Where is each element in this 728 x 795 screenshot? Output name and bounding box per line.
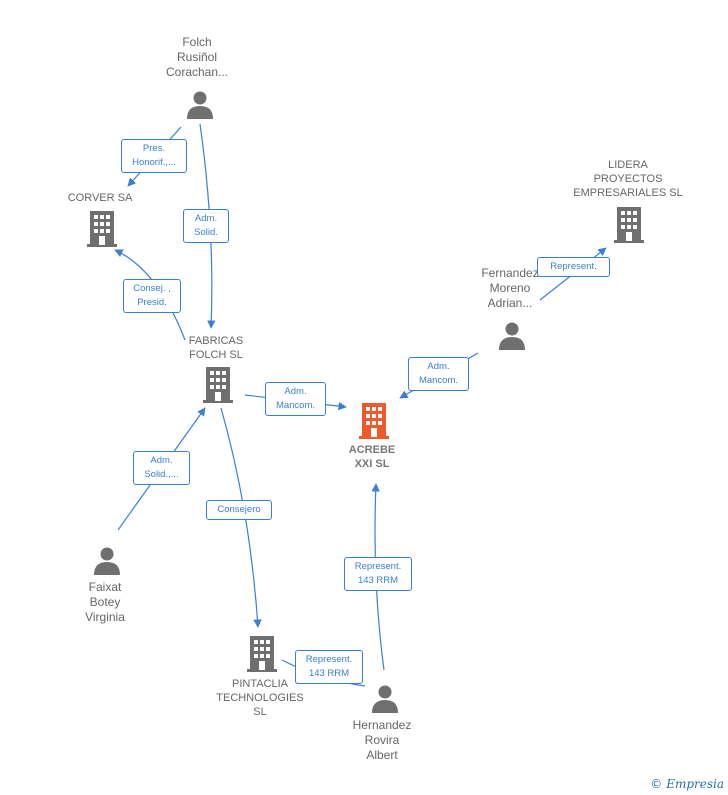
building-icon[interactable]: [203, 367, 233, 403]
node-label-hernandez[interactable]: Hernandez Rovira Albert: [352, 718, 412, 762]
edge-label-fabricas-acrebe[interactable]: Adm. Mancom.: [265, 382, 326, 416]
node-label-acrebe[interactable]: ACREBE XXI SL: [348, 444, 396, 470]
edge-label-hernandez-pintaclia[interactable]: Represent. 143 RRM: [295, 650, 363, 684]
copyright-icon: ©: [650, 777, 663, 791]
node-label-faixat[interactable]: Faixat Botey Virginia: [85, 580, 125, 624]
node-label-lidera[interactable]: LIDERA PROYECTOS EMPRESARIALES SL: [573, 159, 683, 199]
edge-label-fabricas-pintaclia[interactable]: Consejero: [206, 500, 272, 520]
person-icon[interactable]: [92, 545, 122, 575]
node-label-pintaclia[interactable]: PINTACLIA TECHNOLOGIES SL: [216, 678, 304, 718]
brand-name: Empresia: [666, 777, 724, 791]
brand-watermark: ©Empresia: [650, 777, 724, 791]
person-icon[interactable]: [185, 89, 215, 119]
building-icon[interactable]: [614, 207, 644, 243]
node-label-corver[interactable]: CORVER SA: [67, 192, 133, 204]
edge-label-hernandez-acrebe[interactable]: Represent. 143 RRM: [344, 557, 412, 591]
node-label-fabricas[interactable]: FABRICAS FOLCH SL: [188, 335, 244, 361]
edge-label-folch-fabricas[interactable]: Adm. Solid.: [183, 209, 229, 243]
edge-label-folch-corver[interactable]: Pres. Honorif.,...: [121, 139, 187, 173]
edge-label-fabricas-corver[interactable]: Consej. , Presid.: [123, 279, 181, 313]
building-icon[interactable]: [87, 211, 117, 247]
node-label-fernandez[interactable]: Fernandez Moreno Adrian...: [481, 266, 539, 310]
edge-label-fernandez-acrebe[interactable]: Adm. Mancom.: [408, 357, 469, 391]
edge-label-fernandez-lidera[interactable]: Represent.: [537, 257, 610, 277]
edge-label-faixat-fabricas[interactable]: Adm. Solid.,...: [133, 451, 190, 485]
person-icon[interactable]: [370, 683, 400, 713]
building-icon-focus[interactable]: [359, 403, 389, 439]
person-icon[interactable]: [497, 320, 527, 350]
building-icon[interactable]: [247, 636, 277, 672]
node-label-folch[interactable]: Folch Rusiñol Corachan...: [165, 35, 229, 79]
